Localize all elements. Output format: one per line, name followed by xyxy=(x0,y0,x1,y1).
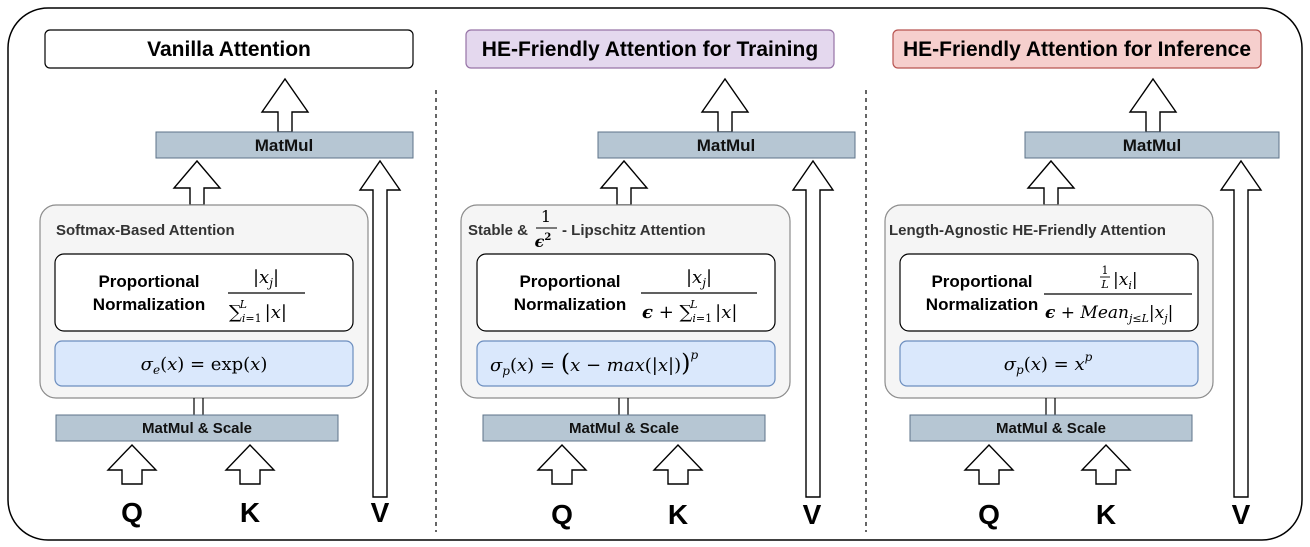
panel-title-box xyxy=(892,29,1262,69)
svg-text:ϵ + ∑i=1L |x|: ϵ + ∑i=1L |x| xyxy=(642,298,737,325)
svg-text:|xj|: |xj| xyxy=(686,267,712,290)
activation-box xyxy=(54,340,354,387)
top-matmul-box xyxy=(1024,131,1280,159)
output-arrow xyxy=(1128,77,1178,133)
input-v: V xyxy=(371,497,390,528)
v-arrow xyxy=(358,159,402,498)
input-q: Q xyxy=(978,499,1000,530)
top-matmul-box xyxy=(597,131,856,159)
bottom-matmul-label: MatMul & Scale xyxy=(569,420,679,437)
norm-label-line1: Proportional xyxy=(98,272,199,291)
bottom-matmul-box xyxy=(482,414,766,442)
normalization-box xyxy=(899,253,1199,332)
top-matmul-label: MatMul xyxy=(1123,136,1182,155)
bottom-matmul-box xyxy=(909,414,1193,442)
svg-text:L: L xyxy=(1100,278,1108,291)
group-label-prefix: Stable & xyxy=(468,222,528,239)
panel-title: HE-Friendly Attention for Training xyxy=(482,38,818,61)
group-up-arrow xyxy=(599,159,649,206)
normalization-box xyxy=(54,253,354,332)
normalization-box xyxy=(476,253,776,332)
svg-text:1: 1 xyxy=(1102,264,1109,277)
v-arrow xyxy=(791,159,835,498)
normalization-formula: |xj| ϵ + ∑i=1L |x| xyxy=(641,267,757,325)
norm-label-line2: Normalization xyxy=(926,295,1038,314)
q-arrow xyxy=(963,443,1015,485)
panel-title-box xyxy=(465,29,835,69)
activation-box xyxy=(899,340,1199,387)
svg-text:ϵ + Meanj≤L|xj|: ϵ + Meanj≤L|xj| xyxy=(1045,303,1173,325)
panel-title: Vanilla Attention xyxy=(147,38,311,61)
svg-text:|xi|: |xi| xyxy=(1113,270,1138,292)
activation-formula: σe(x) = exp(x) xyxy=(141,354,268,377)
panel-inference: HE-Friendly Attention for Inference MatM… xyxy=(884,29,1280,530)
group-label-suffix: - Lipschitz Attention xyxy=(562,222,706,239)
input-k: K xyxy=(668,499,688,530)
norm-label-line1: Proportional xyxy=(519,272,620,291)
svg-text:1: 1 xyxy=(541,207,551,226)
input-q: Q xyxy=(121,497,143,528)
input-v: V xyxy=(803,499,822,530)
norm-label-line2: Normalization xyxy=(514,295,626,314)
top-matmul-label: MatMul xyxy=(697,136,756,155)
activation-box xyxy=(476,340,776,387)
panel-vanilla: Vanilla Attention MatMul Softmax-Based A… xyxy=(39,29,414,528)
normalization-formula: |xj| ∑i=1L |x| xyxy=(228,267,305,325)
group-label: Softmax-Based Attention xyxy=(56,222,235,239)
svg-text:|xj|: |xj| xyxy=(253,267,279,290)
q-arrow xyxy=(536,443,588,485)
bottom-matmul-label: MatMul & Scale xyxy=(996,420,1106,437)
group-label: Length-Agnostic HE-Friendly Attention xyxy=(889,222,1166,239)
panel-title-box xyxy=(44,29,414,69)
svg-text:∑i=1L |x|: ∑i=1L |x| xyxy=(229,298,287,325)
k-arrow xyxy=(224,443,276,485)
output-arrow xyxy=(700,77,750,133)
input-k: K xyxy=(240,497,260,528)
norm-label-line2: Normalization xyxy=(93,295,205,314)
k-arrow xyxy=(652,443,704,485)
panel-title: HE-Friendly Attention for Inference xyxy=(903,38,1251,61)
input-k: K xyxy=(1096,499,1116,530)
input-v: V xyxy=(1232,499,1251,530)
k-arrow xyxy=(1080,443,1132,485)
input-q: Q xyxy=(551,499,573,530)
norm-label-line1: Proportional xyxy=(931,272,1032,291)
top-matmul-label: MatMul xyxy=(255,136,314,155)
group-up-arrow xyxy=(172,159,222,206)
output-arrow xyxy=(260,77,310,133)
q-arrow xyxy=(106,443,158,485)
bottom-matmul-label: MatMul & Scale xyxy=(142,420,252,437)
group-up-arrow xyxy=(1026,159,1076,206)
bottom-matmul-box xyxy=(55,414,339,442)
top-matmul-box xyxy=(155,131,414,159)
panel-training: HE-Friendly Attention for Training MatMu… xyxy=(460,29,856,530)
v-arrow xyxy=(1219,159,1263,498)
